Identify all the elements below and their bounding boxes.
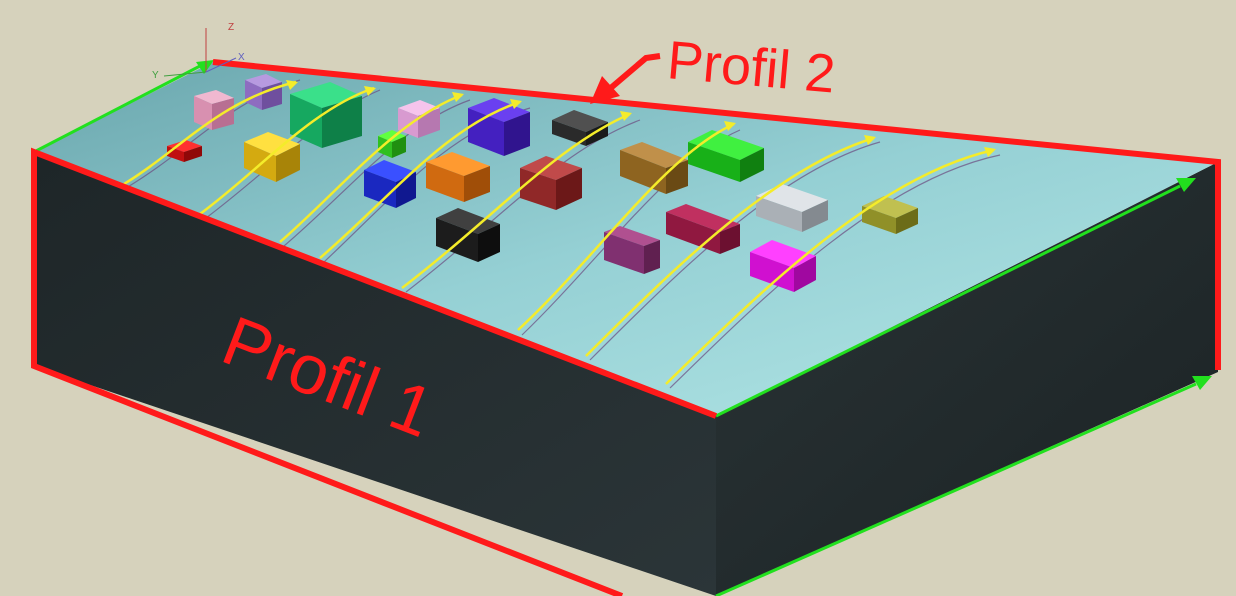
green-small-box (378, 130, 406, 158)
arrowhead-icon (984, 147, 996, 157)
violet-box (245, 74, 282, 110)
silver-box (756, 184, 828, 232)
flow-line-2 (199, 86, 375, 216)
flow-line-3 (279, 93, 463, 243)
profile-outlines (31, 59, 1221, 596)
arrowhead-icon (590, 76, 620, 104)
axis-x-label: X (238, 52, 245, 63)
profil-2-label: Profil 2 (665, 30, 838, 104)
flow-line-7 (585, 136, 875, 357)
blue-box (364, 160, 416, 208)
arrowhead-icon (1192, 376, 1212, 390)
flow-line-4 (319, 100, 521, 259)
indigo-box (468, 98, 530, 156)
arrowhead-icon (620, 111, 632, 121)
orange-box (426, 152, 490, 202)
arrowhead-icon (196, 60, 214, 74)
block-front-face (34, 152, 716, 596)
green-bright-box (688, 130, 764, 182)
profil-2-pointer (590, 53, 661, 104)
green-large-box (290, 82, 362, 148)
flow-lines (123, 80, 995, 385)
flow-line-8 (665, 148, 995, 385)
edge-arrows (33, 60, 1212, 596)
axis-z-label: Z (228, 22, 234, 33)
arrowhead-icon (724, 121, 736, 131)
yellow-box (244, 132, 300, 182)
flow-arrowheads (286, 80, 996, 157)
arrowhead-icon (864, 135, 876, 145)
maroon-box (520, 156, 582, 210)
arrowhead-icon (286, 80, 298, 90)
block-right-face (716, 162, 1218, 596)
crimson-box (666, 204, 740, 254)
arrowhead-icon (364, 86, 376, 96)
profil-2-outline (212, 59, 1221, 370)
arrowhead-icon (452, 92, 464, 102)
axis-y-label: Y (152, 70, 159, 81)
flow-line-5 (401, 112, 631, 289)
flow-line-6 (517, 122, 735, 331)
olive-box (862, 196, 918, 234)
arrowhead-icon (510, 99, 522, 109)
axis-triad: Z Y X (152, 22, 245, 81)
black-box (436, 208, 500, 262)
arrowhead-icon (1176, 178, 1196, 192)
profil-1-outline (31, 147, 718, 596)
flow-line-1 (123, 80, 297, 186)
plum-box (604, 226, 660, 274)
